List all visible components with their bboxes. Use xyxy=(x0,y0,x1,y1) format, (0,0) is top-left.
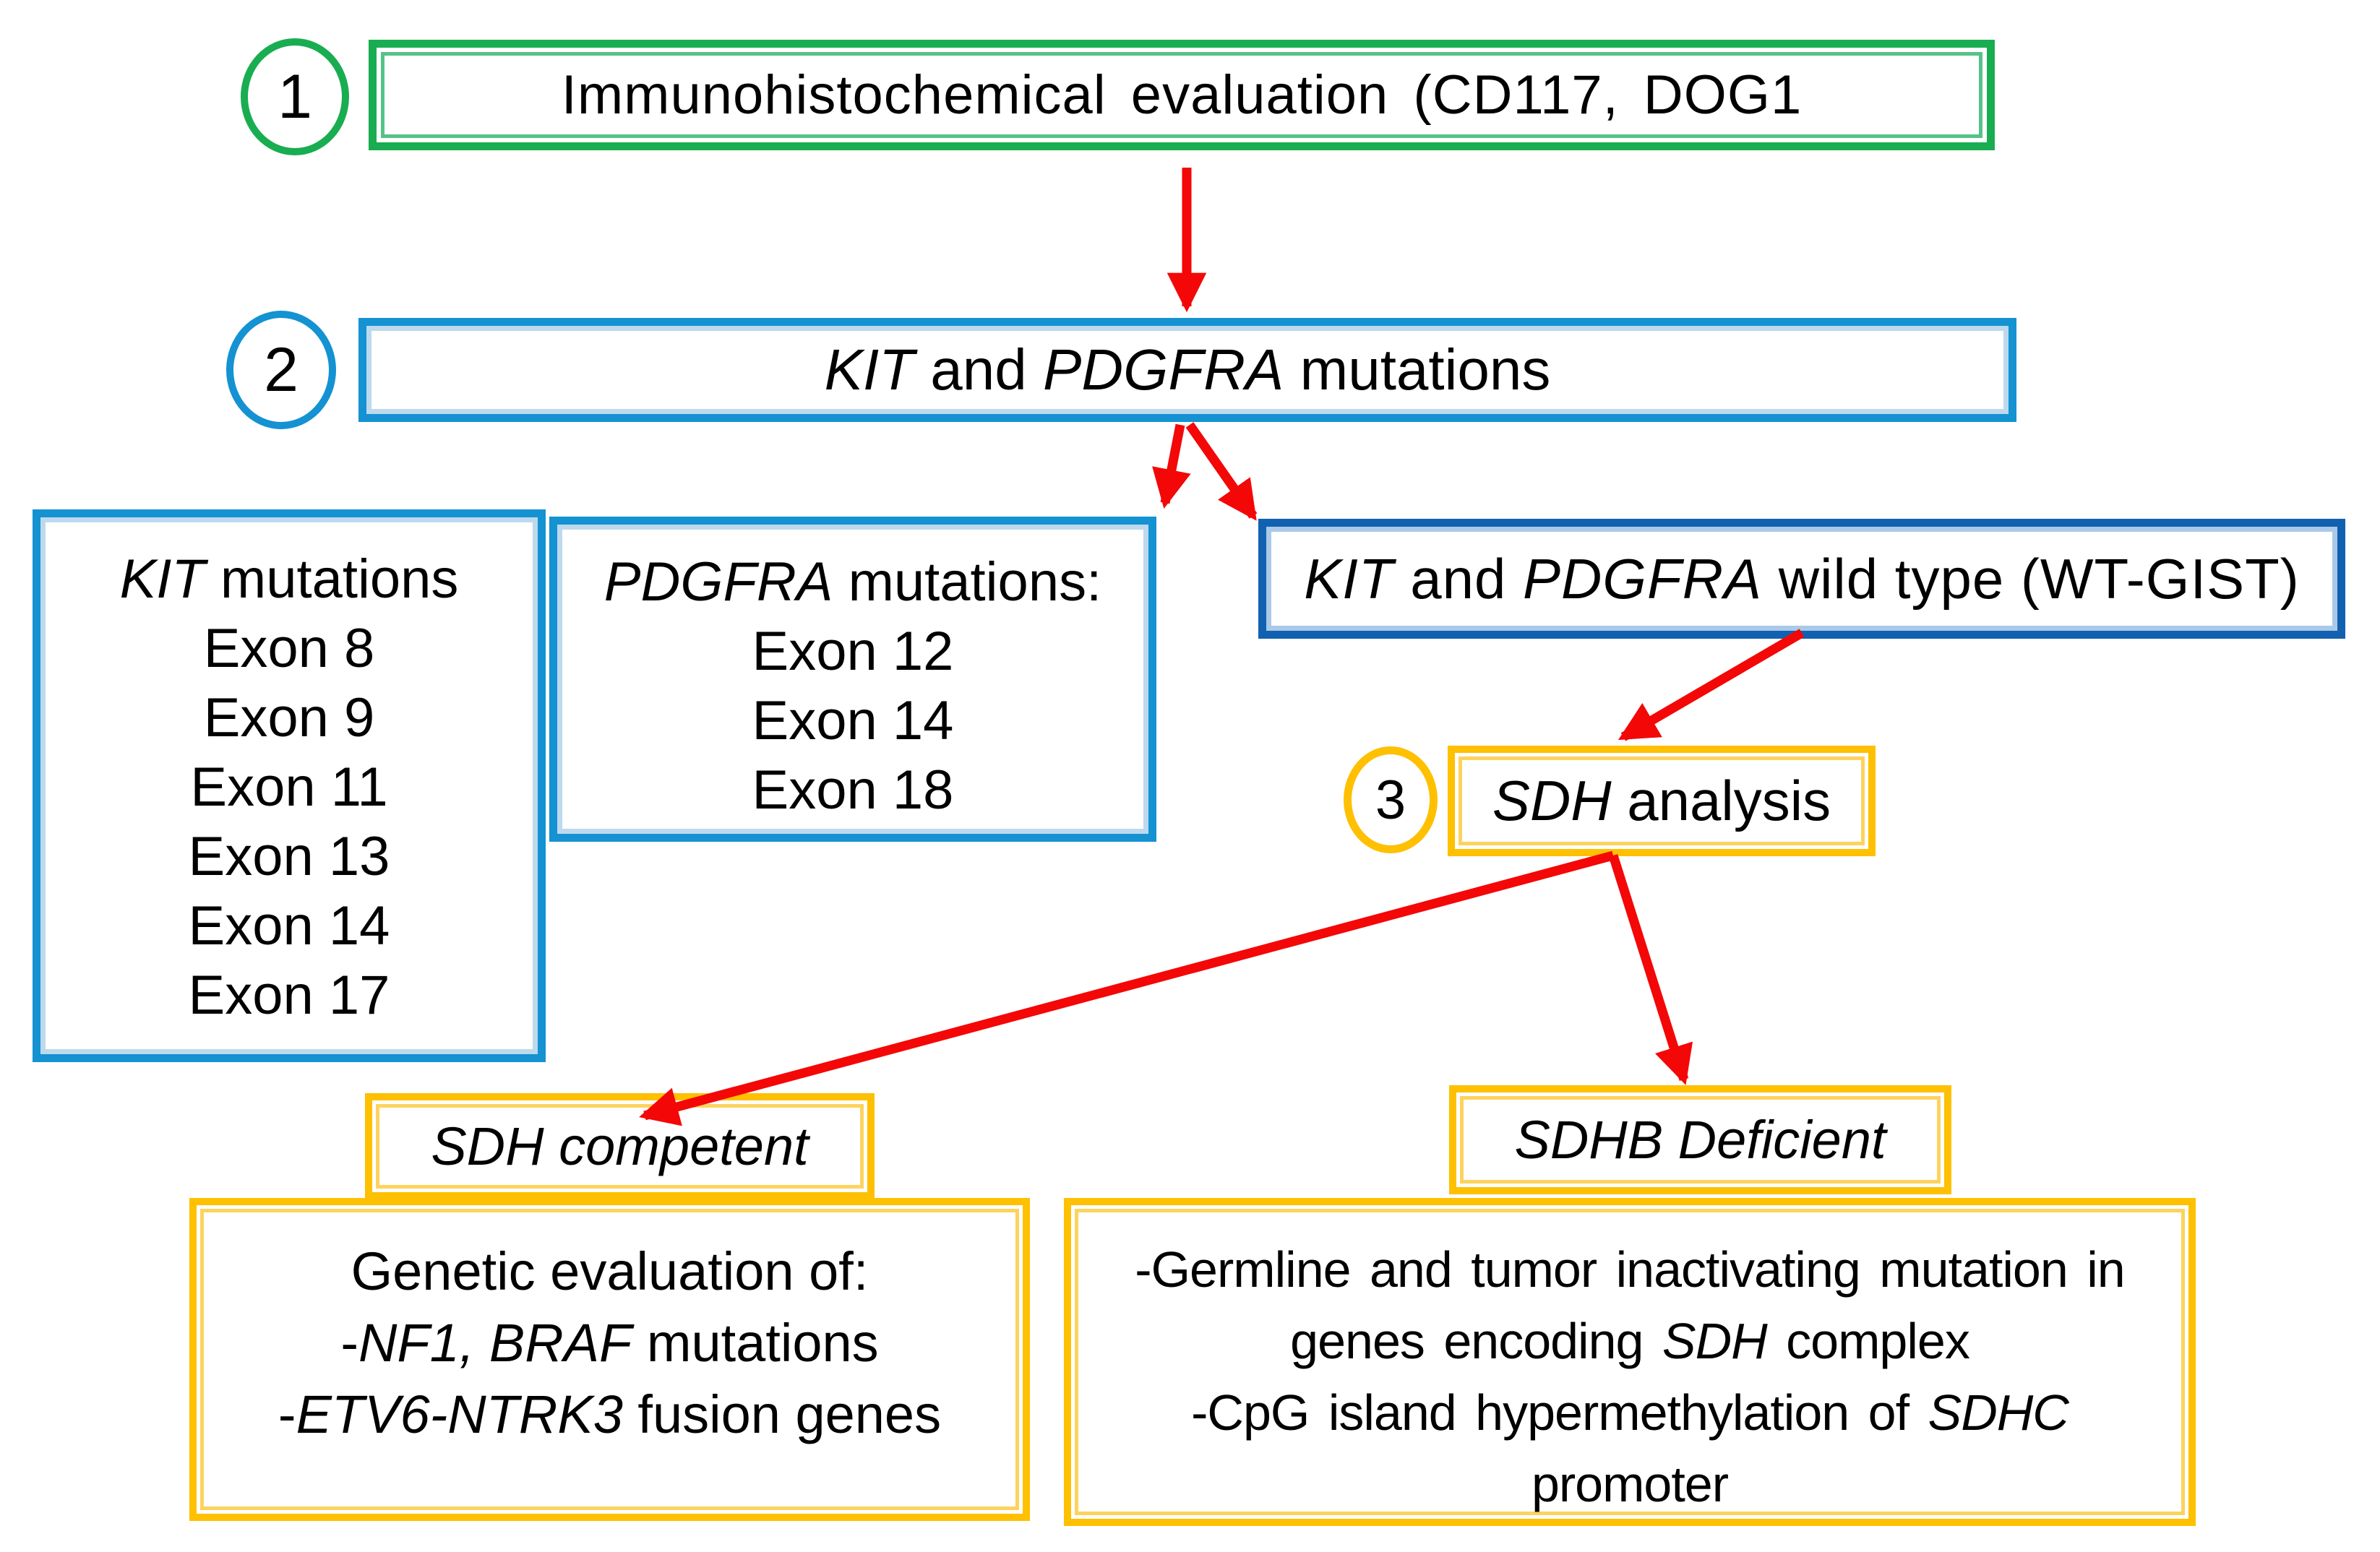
genetic-evaluation-line: -NF1, BRAF mutations xyxy=(340,1313,879,1373)
germline-mutation-line: promoter xyxy=(1531,1456,1729,1512)
immunohistochemical-evaluation-label: Immunohistochemical evaluation (CD117, D… xyxy=(561,64,1803,126)
kit-exon-item: Exon 14 xyxy=(188,895,390,957)
kit-exon-item: Exon 17 xyxy=(188,965,390,1026)
pdgfra-exon-item: Exon 12 xyxy=(752,621,954,682)
flow-arrow-step2-box-to-pdgfra-mutations-box xyxy=(1152,423,1191,509)
pdgfra-mutations-exon-list-box: PDGFRA mutations: Exon 12 Exon 14 Exon 1… xyxy=(549,517,1156,842)
sdhb-deficient-box: SDHB Deficient xyxy=(1449,1085,1951,1194)
kit-exon-item: Exon 9 xyxy=(203,687,375,749)
genetic-evaluation-line: -ETV6-NTRK3 fusion genes xyxy=(278,1384,942,1444)
kit-exon-item: Exon 11 xyxy=(190,756,388,818)
genetic-evaluation-box: Genetic evaluation of: -NF1, BRAF mutati… xyxy=(189,1198,1030,1521)
germline-mutation-line: -CpG island hypermethylation of SDHC xyxy=(1191,1384,2069,1441)
flow-arrow-wild-type-box-to-sdh-analysis-box xyxy=(1618,629,1805,741)
flow-arrow-sdh-analysis-box-to-sdh-competent-box xyxy=(639,850,1615,1126)
pdgfra-exon-item: Exon 18 xyxy=(752,759,954,821)
step-1-number: 1 xyxy=(278,61,312,132)
kit-mutations-exon-list-box: KIT mutations Exon 8 Exon 9 Exon 11 Exon… xyxy=(33,509,546,1062)
step-2-number: 2 xyxy=(264,335,298,405)
kit-exon-item: Exon 13 xyxy=(188,826,390,887)
germline-mutation-line: -Germline and tumor inactivating mutatio… xyxy=(1135,1241,2125,1298)
step-2-circle: 2 xyxy=(226,311,336,429)
flow-arrow-step2-box-to-wild-type-box xyxy=(1185,422,1258,521)
step-1-circle: 1 xyxy=(241,38,349,155)
pdgfra-exon-item: Exon 14 xyxy=(752,690,954,751)
germline-mutation-line: genes encoding SDH complex xyxy=(1290,1313,1970,1369)
flow-arrow-sdh-analysis-box-to-sdhb-deficient-box xyxy=(1608,854,1693,1085)
sdhb-deficient-label: SDHB Deficient xyxy=(1514,1110,1886,1170)
kit-pdgfra-mutations-box: KIT and PDGFRA mutations xyxy=(358,318,2016,422)
kit-mutations-title: KIT mutations xyxy=(119,548,459,610)
germline-mutation-box: -Germline and tumor inactivating mutatio… xyxy=(1064,1198,2196,1526)
genetic-evaluation-line: Genetic evaluation of: xyxy=(351,1241,869,1301)
immunohistochemical-evaluation-box: Immunohistochemical evaluation (CD117, D… xyxy=(369,40,1995,150)
wild-type-label: KIT and PDGFRA wild type (WT-GIST) xyxy=(1304,546,2300,611)
pdgfra-mutations-title: PDGFRA mutations: xyxy=(603,551,1102,613)
step-3-circle: 3 xyxy=(1344,746,1438,853)
sdh-analysis-box: SDH analysis xyxy=(1448,746,1876,856)
kit-pdgfra-mutations-label: KIT and PDGFRA mutations xyxy=(824,337,1551,402)
step-3-number: 3 xyxy=(1375,769,1406,831)
kit-exon-item: Exon 8 xyxy=(203,618,375,679)
wild-type-box: KIT and PDGFRA wild type (WT-GIST) xyxy=(1258,519,2345,639)
sdh-competent-label: SDH competent xyxy=(431,1116,809,1176)
sdh-analysis-label: SDH analysis xyxy=(1492,769,1831,832)
sdh-competent-box: SDH competent xyxy=(365,1093,875,1199)
